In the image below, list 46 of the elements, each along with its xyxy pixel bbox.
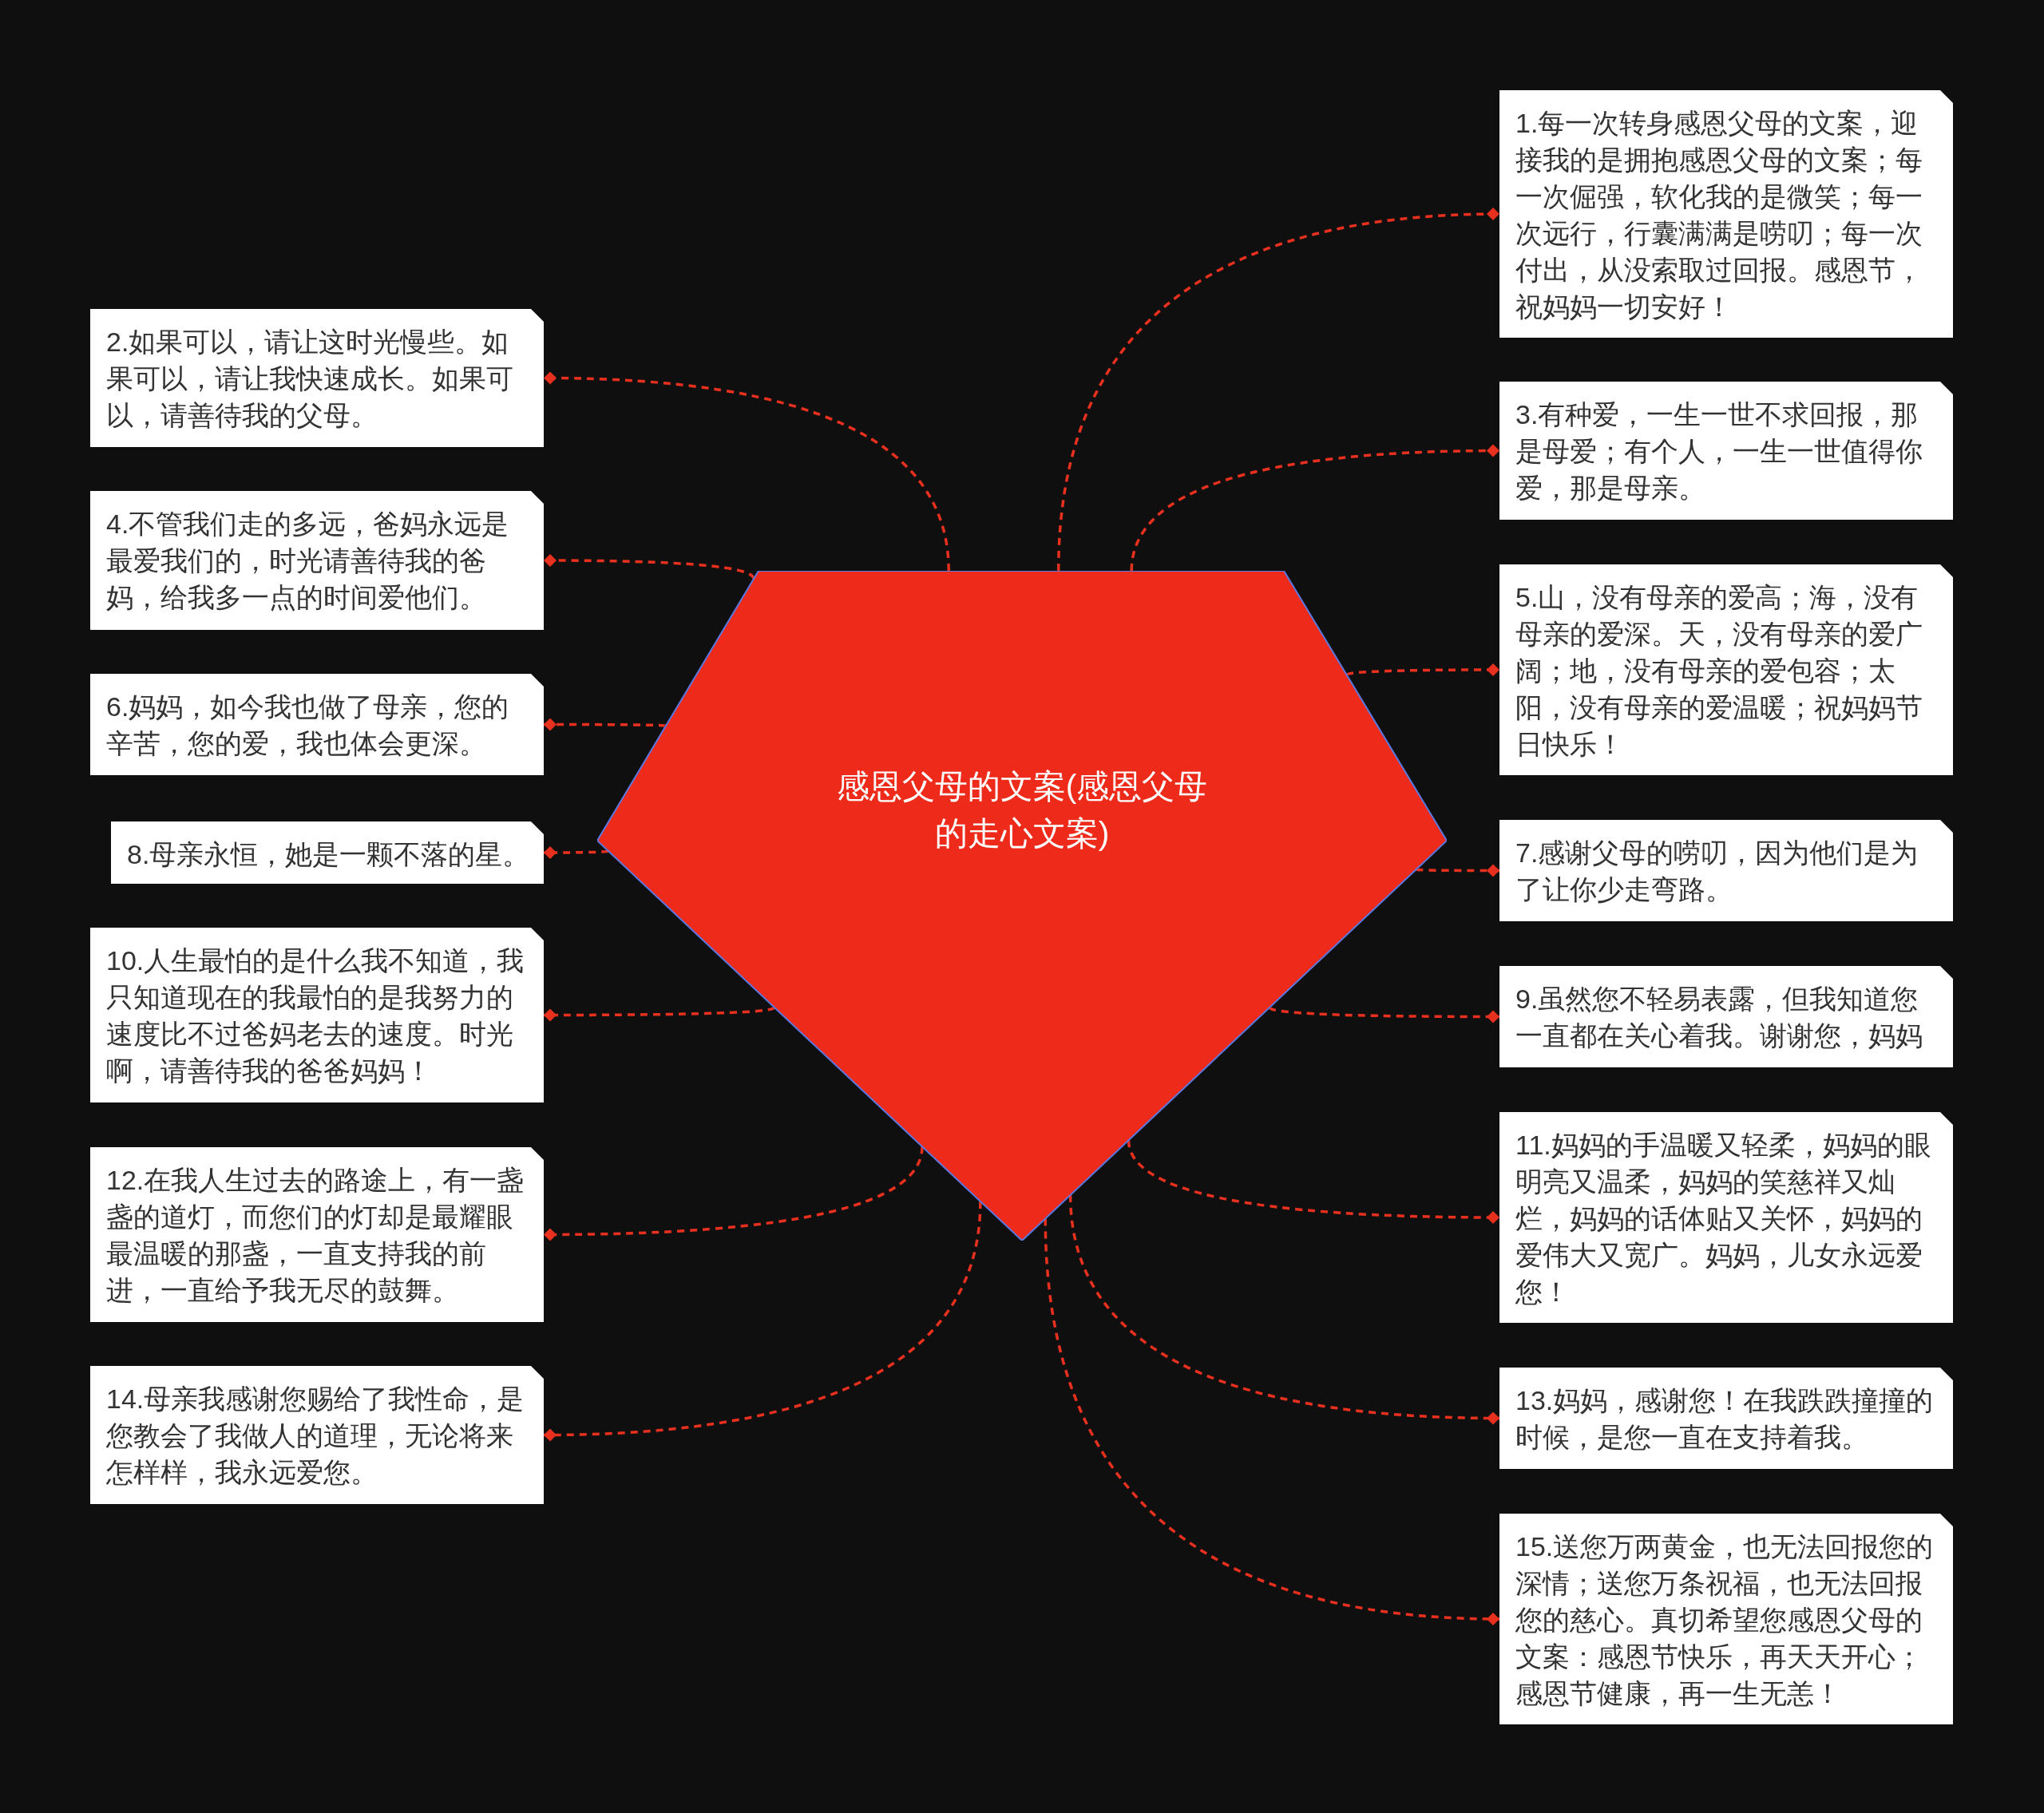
dashed-connector — [544, 1006, 775, 1022]
note-card — [1499, 564, 1953, 775]
note-text: 14.母亲我感谢您赐给了我性命，是您教会了我做人的道理，无论将来怎样样，我永远爱您。 — [106, 1383, 525, 1489]
note-card — [90, 491, 544, 630]
note-card — [90, 309, 544, 447]
note-card — [1499, 382, 1953, 520]
dashed-connector — [1068, 1194, 1500, 1425]
dashed-connector — [544, 846, 609, 859]
note-card — [90, 674, 544, 775]
dashed-connector — [543, 371, 950, 572]
note-text: 10.人生最怕的是什么我不知道，我只知道现在的我最怕的是我努力的速度比不过爸妈老去的速度。时光啊，请善待我的爸爸妈妈！ — [106, 944, 525, 1087]
note-card — [90, 928, 544, 1102]
dashed-connector — [1044, 1218, 1500, 1625]
note-text: 13.妈妈，感谢您！在我跌跌撞撞的时候，是您一直在支持着我。 — [1515, 1384, 1935, 1454]
note-card — [1499, 1112, 1953, 1323]
dashed-connector — [1345, 663, 1499, 677]
dashed-connector — [544, 1146, 924, 1241]
dashed-connector — [1130, 444, 1500, 572]
dashed-connector — [1127, 1139, 1499, 1224]
note-card — [1499, 1514, 1953, 1724]
dashed-connector — [1056, 208, 1500, 572]
note-text: 11.妈妈的手温暖又轻柔，妈妈的眼明亮又温柔，妈妈的笑慈祥又灿烂，妈妈的话体贴又关怀，妈妈的爱伟大又宽广。妈妈，儿女永远爱您！ — [1515, 1129, 1932, 1308]
note-text: 4.不管我们走的多远，爸妈永远是最爱我们的，时光请善待我的爸妈，给我多一点的时间爱他们。 — [106, 508, 510, 614]
note-card — [111, 821, 544, 884]
dashed-connector — [543, 1201, 982, 1442]
dashed-connector — [1269, 1006, 1499, 1023]
note-card — [1499, 90, 1953, 338]
note-card — [1499, 820, 1953, 921]
dashed-connector — [544, 554, 755, 580]
note-text: 8.母亲永恒，她是一颗不落的星。 — [127, 838, 531, 871]
dashed-connector — [544, 718, 667, 731]
note-card — [1499, 966, 1953, 1067]
note-text: 6.妈妈，如今我也做了母亲，您的辛苦，您的爱，我也体会更深。 — [106, 691, 510, 760]
note-text: 12.在我人生过去的路途上，有一盏盏的道灯，而您们的灯却是最耀眼最温暖的那盏，一直支持我的前进，一直给予我无尽的鼓舞。 — [106, 1164, 525, 1307]
note-text: 5.山，没有母亲的爱高；海，没有母亲的爱深。天，没有母亲的爱广阔；地，没有母亲的爱包容；太阳，没有母亲的爱温暖；祝妈妈节日快乐！ — [1515, 581, 1923, 761]
topic-title: 感恩父母的文案(感恩父母的走心文案) — [835, 767, 1209, 853]
note-text: 15.送您万两黄金，也无法回报您的深情；送您万条祝福，也无法回报您的慈心。真切希望您感恩父母的文案：感恩节快乐，再天天开心；感恩节健康，再一生无恙！ — [1515, 1530, 1935, 1710]
note-text: 3.有种爱，一生一世不求回报，那是母爱；有个人，一生一世值得你爱，那是母亲。 — [1515, 398, 1923, 505]
note-text: 2.如果可以，请让这时光慢些。如果可以，请让我快速成长。如果可以，请善待我的父母。 — [106, 326, 514, 432]
note-text: 9.虽然您不轻易表露，但我知道您一直都在关心着我。谢谢您，妈妈 — [1515, 983, 1923, 1052]
note-card — [90, 1147, 544, 1322]
note-text: 7.感谢父母的唠叨，因为他们是为了让你少走弯路。 — [1515, 837, 1919, 906]
note-card — [90, 1366, 544, 1504]
dashed-connector — [1416, 864, 1499, 877]
note-card — [1499, 1368, 1953, 1469]
note-text: 1.每一次转身感恩父母的文案，迎接我的是拥抱感恩父母的文案；每一次倔强，软化我的是微笑；每一次远行，行囊满满是唠叨；每一次付出，从没索取过回报。感恩节，祝妈妈一切安好！ — [1515, 107, 1923, 323]
